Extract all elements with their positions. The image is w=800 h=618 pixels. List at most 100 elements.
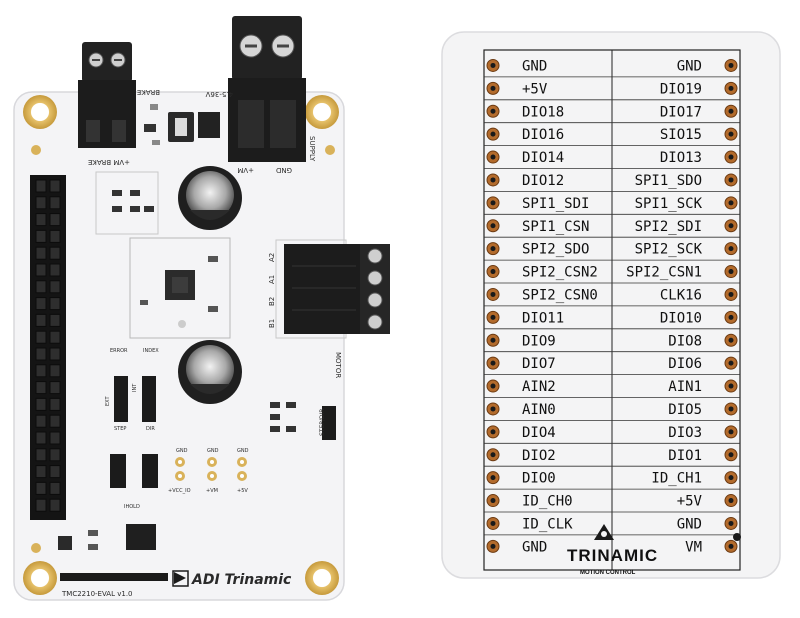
header-pin [49,330,61,344]
motor-connector [275,239,390,339]
pin-hole [490,62,496,68]
pin-label-left: SPI1_CSN [522,219,589,235]
pin-label-right: GND [677,58,702,74]
header-pin [49,498,61,512]
label-tp-5v: +5V [237,488,248,494]
jumper-dir [142,376,156,422]
silk-bar [60,573,168,581]
pin-label-left: DIO16 [522,127,564,143]
pin-label-left: GND [522,539,547,555]
pin-hole [490,291,496,297]
jumper-ihold-a [110,454,126,488]
header-pin [35,196,47,210]
pin-label-right: GND [677,516,702,532]
pin-hole [490,177,496,183]
pin-hole [728,246,734,252]
pinout-row: SPI1_CSN SPI2_SDI [484,219,740,238]
header-pin [49,347,61,361]
label-int: INT [132,383,138,392]
pin-label-right: DIO17 [660,104,702,120]
pin-hole [490,498,496,504]
pin-label-right: SPI1_SCK [635,196,703,212]
header-pin [49,229,61,243]
label-b1: B1 [268,319,276,328]
pin-hole [728,452,734,458]
label-vm-brake: +VM BRAKE [88,158,130,166]
pin-hole [728,177,734,183]
pin-label-left: DIO14 [522,150,564,166]
label-gnd: GND [276,166,292,174]
pin-label-left: DIO18 [522,104,564,120]
bottom-ic-8pin [58,524,156,550]
adi-logo [172,570,189,587]
header-pin [35,229,47,243]
header-pin [35,397,47,411]
pin-hole [728,291,734,297]
header-pin [49,263,61,277]
pinout-row: DIO11 DIO10 [484,310,740,330]
pin-hole [728,62,734,68]
label-tp-gnd-1: GND [176,448,188,454]
pinout-row: SPI1_SDI SPI1_SCK [484,196,740,215]
pin-label-right: VM [685,539,702,555]
header-pin [49,179,61,193]
header-pin [35,465,47,479]
pin-hole [490,200,496,206]
label-tp-gnd-2: GND [207,448,219,454]
pin-hole [490,223,496,229]
pin-hole [728,223,734,229]
pin-label-right: SPI2_SCK [635,242,703,258]
pin-hole [490,154,496,160]
header-pin [35,246,47,260]
pin-hole [490,520,496,526]
pin-label-left: DIO4 [522,425,556,441]
header-pin [49,213,61,227]
smd-components-top [144,104,220,145]
pin-label-left: DIO11 [522,310,564,326]
pin-hole [728,520,734,526]
pin-label-right: DIO8 [668,333,702,349]
card-brand: TRINAMIC [567,546,658,565]
header-pin [35,448,47,462]
pin-hole [490,429,496,435]
driver-chip-area [129,237,231,339]
label-tp-gnd-3: GND [237,448,249,454]
pin-label-left: SPI1_SDI [522,196,589,212]
pin-hole [728,543,734,549]
pin-hole [728,154,734,160]
pin-hole [728,269,734,275]
pin-label-left: DIO12 [522,173,564,189]
header-pin [49,364,61,378]
pin-label-right: DIO10 [660,310,702,326]
label-ihold: IHOLD [124,504,140,510]
pin-hole [728,108,734,114]
pin-hole [728,314,734,320]
supply-connector [228,16,306,162]
header-pin [35,414,47,428]
label-vm: +VM [237,166,254,174]
pin-label-right: DIO13 [660,150,702,166]
pin-label-right: ID_CH1 [651,471,702,487]
label-a2: A2 [268,253,276,262]
header-pin [35,498,47,512]
pin-label-right: DIO6 [668,356,702,372]
pin-label-right: SPI1_SDO [635,173,702,189]
pinout-row: DIO18 DIO17 [484,104,740,124]
pin-hole [728,475,734,481]
header-pin [49,397,61,411]
pin-label-left: SPI2_CSN2 [522,265,598,281]
pin-label-right: SPI2_SDI [635,219,702,235]
header-pin [35,431,47,445]
pin-hole [490,314,496,320]
trinamic-logo-icon [594,524,614,540]
brand-adi-trinamic: ADI Trinamic [191,572,292,588]
